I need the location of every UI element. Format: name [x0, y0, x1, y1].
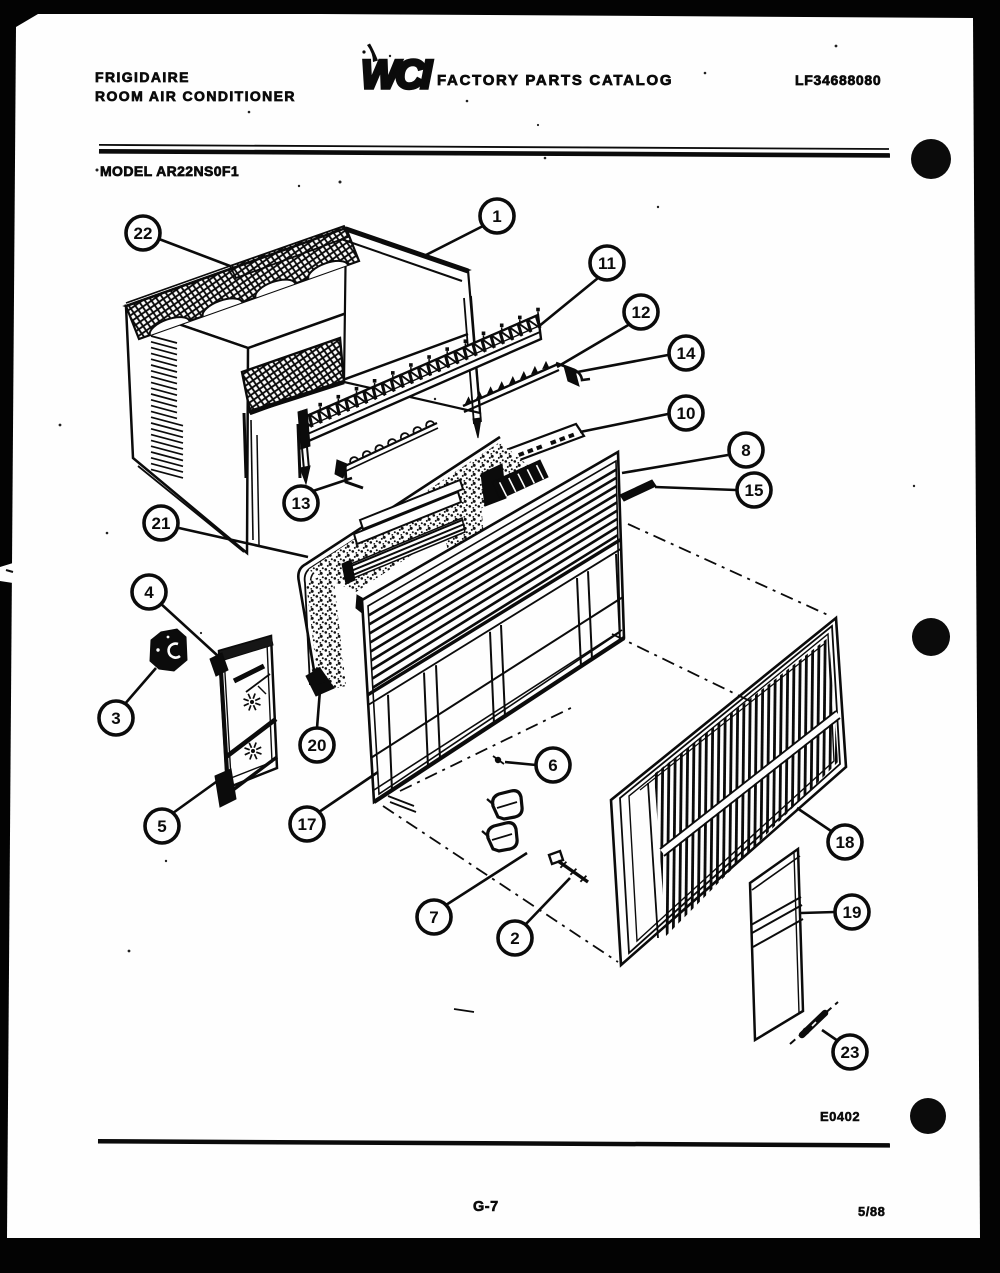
svg-text:13: 13	[292, 494, 311, 513]
svg-text:6: 6	[548, 756, 557, 775]
svg-text:FACTORY PARTS CATALOG: FACTORY PARTS CATALOG	[437, 72, 673, 89]
svg-text:1: 1	[492, 207, 501, 226]
svg-text:FRIGIDAIRE: FRIGIDAIRE	[95, 69, 190, 85]
svg-text:WCI: WCI	[361, 53, 433, 97]
svg-text:E0402: E0402	[820, 1109, 860, 1124]
svg-text:15: 15	[745, 481, 764, 500]
svg-text:18: 18	[836, 833, 855, 852]
svg-text:11: 11	[598, 254, 616, 273]
svg-text:12: 12	[632, 303, 651, 322]
svg-text:G-7: G-7	[473, 1199, 499, 1215]
svg-text:22: 22	[134, 224, 153, 243]
svg-text:2: 2	[510, 929, 519, 948]
svg-text:23: 23	[841, 1043, 860, 1062]
svg-text:4: 4	[144, 583, 154, 602]
svg-text:MODEL AR22NS0F1: MODEL AR22NS0F1	[100, 163, 239, 179]
svg-text:17: 17	[298, 815, 317, 834]
svg-text:ROOM AIR CONDITIONER: ROOM AIR CONDITIONER	[95, 88, 296, 104]
svg-text:20: 20	[308, 736, 327, 755]
svg-text:3: 3	[111, 709, 120, 728]
svg-text:19: 19	[843, 903, 862, 922]
svg-text:LF34688080: LF34688080	[795, 72, 881, 88]
svg-text:10: 10	[677, 404, 696, 423]
svg-text:5/88: 5/88	[858, 1204, 885, 1219]
svg-text:5: 5	[157, 817, 166, 836]
svg-text:7: 7	[429, 908, 438, 927]
svg-text:14: 14	[677, 344, 696, 363]
svg-text:8: 8	[741, 441, 750, 460]
svg-text:21: 21	[152, 514, 171, 533]
